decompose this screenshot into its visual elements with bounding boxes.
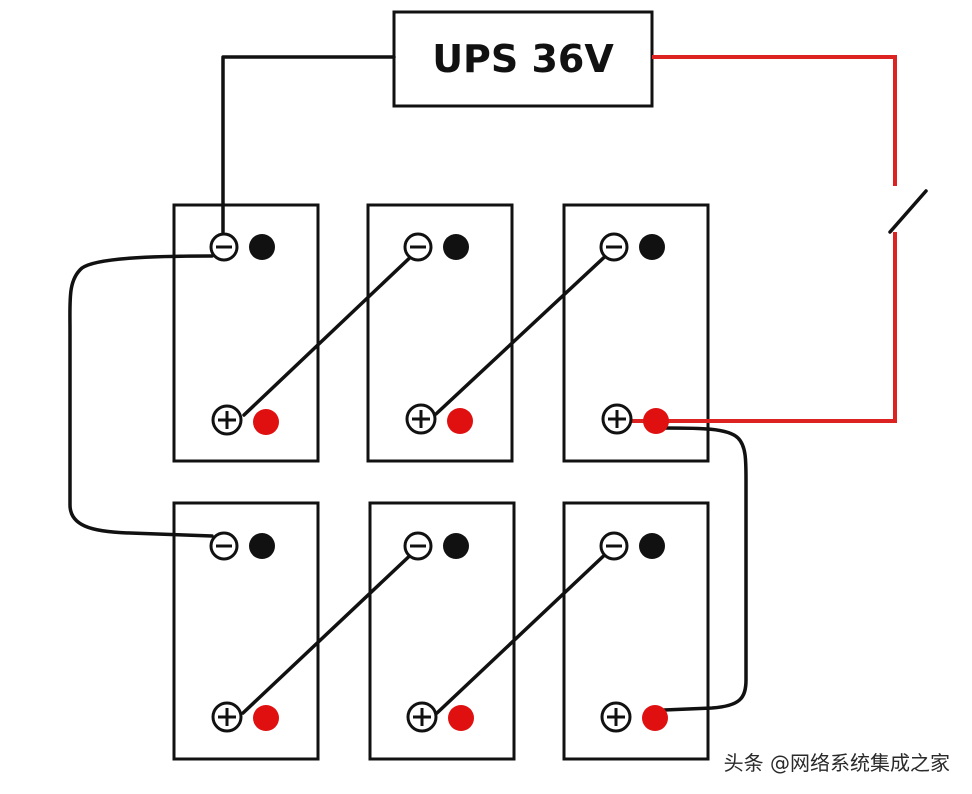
battery-bottom-1-terminals bbox=[209, 531, 279, 733]
red-terminal-icon bbox=[253, 705, 279, 731]
battery-grid bbox=[172, 203, 710, 761]
positive-terminal-icon bbox=[601, 403, 633, 435]
battery-top-3-terminals bbox=[599, 232, 669, 435]
black-terminal-icon bbox=[249, 234, 275, 260]
positive-terminal-icon bbox=[211, 701, 243, 733]
positive-terminal-icon bbox=[600, 701, 632, 733]
series-link-top-2-3 bbox=[434, 248, 614, 416]
series-link-bottom-2-3 bbox=[435, 546, 614, 715]
battery-bottom-2 bbox=[368, 501, 516, 761]
positive-terminal-icon bbox=[211, 404, 243, 436]
negative-terminal-icon bbox=[599, 531, 629, 561]
negative-terminal-icon bbox=[209, 232, 239, 262]
switch-to-battery-wire bbox=[626, 232, 897, 423]
ups-box bbox=[392, 10, 654, 108]
ups-label: UPS 36V bbox=[432, 37, 614, 81]
red-terminal-icon bbox=[642, 705, 668, 731]
series-link-top-1-2 bbox=[242, 248, 420, 417]
red-terminal-icon bbox=[253, 409, 279, 435]
switch-icon bbox=[888, 189, 928, 234]
battery-top-1 bbox=[172, 203, 320, 463]
red-terminal-icon bbox=[643, 408, 669, 434]
positive-terminal-icon bbox=[406, 701, 438, 733]
positive-terminal-icon bbox=[405, 403, 437, 435]
red-wires bbox=[626, 55, 897, 423]
negative-terminal-icon bbox=[599, 232, 629, 262]
ups-positive-wire bbox=[652, 55, 897, 186]
ups-unit: UPS 36V bbox=[392, 10, 654, 108]
terminals bbox=[209, 232, 669, 733]
battery-bottom-1 bbox=[172, 501, 320, 761]
battery-bottom-3 bbox=[562, 501, 710, 761]
battery-top-1-terminals bbox=[209, 232, 279, 436]
red-terminal-icon bbox=[448, 705, 474, 731]
negative-terminal-icon bbox=[209, 531, 239, 561]
battery-bottom-2-terminals bbox=[403, 531, 474, 733]
red-terminal-icon bbox=[447, 408, 473, 434]
battery-top-2-terminals bbox=[403, 232, 473, 435]
battery-top-2 bbox=[366, 203, 514, 463]
black-wires bbox=[68, 55, 748, 715]
left-loop-wire bbox=[68, 254, 214, 538]
battery-top-3 bbox=[562, 203, 710, 463]
negative-terminal-icon bbox=[403, 531, 433, 561]
watermark: 头条 @网络系统集成之家 bbox=[724, 751, 950, 775]
battery-bottom-3-terminals bbox=[599, 531, 668, 733]
black-terminal-icon bbox=[249, 533, 275, 559]
black-terminal-icon bbox=[639, 234, 665, 260]
negative-terminal-icon bbox=[403, 232, 433, 262]
right-loop-wire bbox=[662, 426, 748, 712]
series-link-bottom-1-2 bbox=[241, 546, 420, 715]
black-terminal-icon bbox=[639, 533, 665, 559]
black-terminal-icon bbox=[443, 234, 469, 260]
ups-negative-wire bbox=[221, 55, 396, 234]
black-terminal-icon bbox=[443, 533, 469, 559]
